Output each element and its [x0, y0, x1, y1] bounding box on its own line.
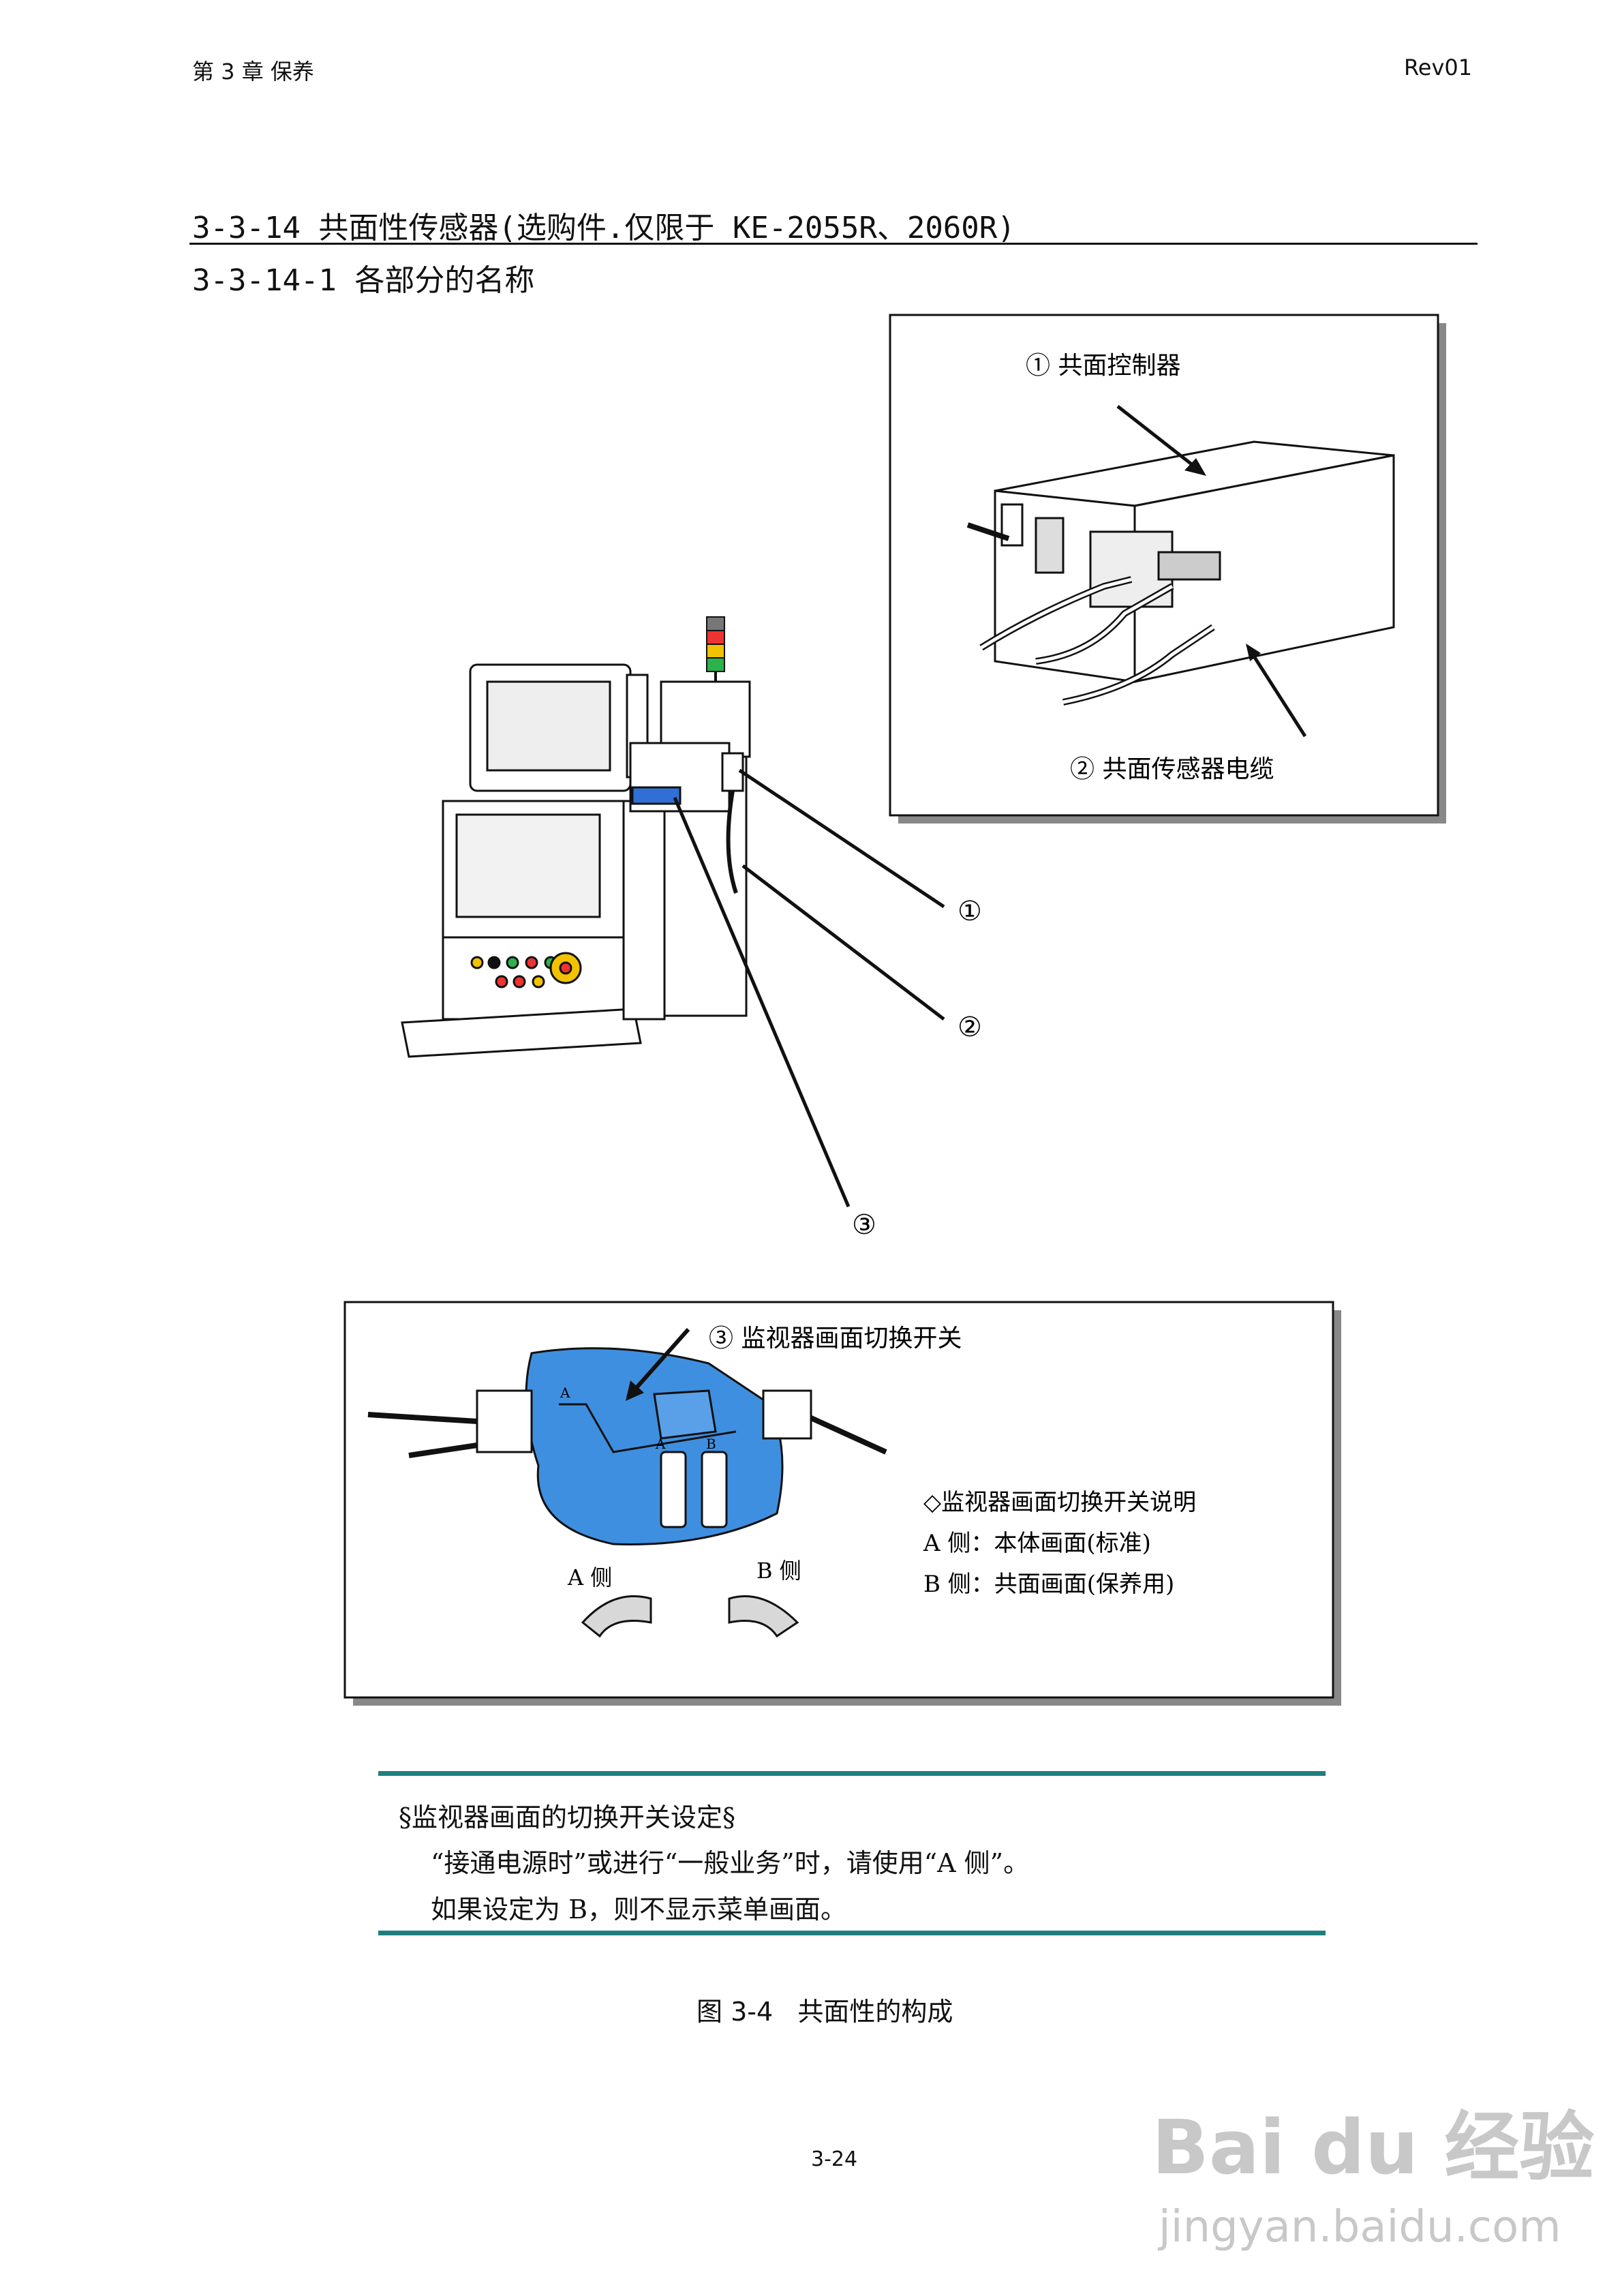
callout-2: ② [958, 1012, 982, 1043]
side-a-label: A 侧 [567, 1565, 612, 1590]
switch-mark-b: B [706, 1436, 716, 1452]
watermark-brand: Bai du 经验 [1152, 2086, 1594, 2195]
note-line-1: “接通电源时”或进行“一般业务”时，请使用“A 侧”。 [431, 1842, 1029, 1879]
watermark-url: jingyan.baidu.com [1159, 2202, 1561, 2252]
note-top-rule [378, 1771, 1326, 1776]
switch-mark-a2: A [655, 1436, 666, 1452]
page-number: 3-24 [811, 2147, 857, 2171]
switch-label: ③ 监视器画面切换开关 [709, 1325, 962, 1353]
section-rule [189, 243, 1478, 245]
subsection-heading: 3-3-14-1 各部分的名称 [192, 256, 534, 299]
controller-label: ① 共面控制器 [1026, 352, 1180, 380]
cable-label: ② 共面传感器电缆 [1070, 755, 1274, 783]
machine-figure: ① 共面控制器 ② 共面传感器电缆 [0, 300, 1622, 1268]
note-bottom-rule [378, 1931, 1326, 1935]
note-line-2: 如果设定为 B，则不显示菜单画面。 [431, 1888, 846, 1926]
side-b-label: B 侧 [756, 1558, 801, 1584]
note-title: §监视器画面的切换开关设定§ [399, 1796, 735, 1834]
revision-label: Rev01 [1404, 55, 1472, 80]
callout-3: ③ [852, 1209, 876, 1241]
switch-explain-a: A 侧：本体画面(标准) [923, 1530, 1151, 1557]
machine-drawing [402, 665, 750, 1057]
chapter-header: 第 3 章 保养 [192, 55, 314, 86]
switch-explain-title: ◇监视器画面切换开关说明 [923, 1489, 1196, 1516]
switch-figure: A A B ③ 监视器画面切换开关 A 侧 B 侧 ◇监视器画面切换开关说明 A… [0, 1295, 1622, 1718]
switch-explain-b: B 侧：共面画面(保养用) [923, 1571, 1174, 1598]
figure-caption: 图 3-4 共面性的构成 [697, 1991, 953, 2028]
switch-mark-a1: A [560, 1385, 570, 1401]
section-heading: 3-3-14 共面性传感器(选购件.仅限于 KE-2055R、2060R) [192, 203, 1015, 247]
callout-1: ① [958, 896, 982, 927]
